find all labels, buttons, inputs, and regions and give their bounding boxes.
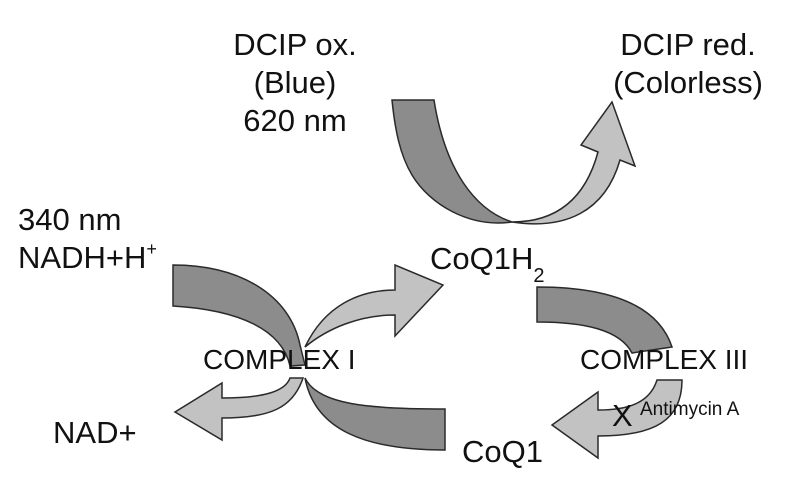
complex-iii-label: COMPLEX III (580, 344, 749, 375)
complex-i-label: COMPLEX I (203, 344, 356, 375)
coq1h2-label: CoQ1H2 (430, 241, 545, 286)
inhibition-mark: X (612, 398, 633, 433)
complex-i-to-nad-arrow (173, 377, 305, 442)
nadh-text: NADH+H (18, 240, 147, 275)
coq1-to-complex-i-band (304, 377, 446, 451)
dcip-ox-label: DCIP ox. (Blue) 620 nm (215, 26, 375, 140)
coq1h2-to-complex-iii-band (536, 286, 673, 354)
antimycin-a-label: Antimycin A (640, 399, 740, 420)
coq1h2-subscript: 2 (533, 265, 545, 288)
nadh-superscript: + (146, 239, 157, 259)
dcip-red-arrow (511, 100, 637, 225)
dcip-ox-line3: 620 nm (243, 103, 347, 138)
dcip-red-label: DCIP red. (Colorless) (598, 26, 778, 102)
nadh-band (172, 264, 306, 367)
dcip-ox-line1: DCIP ox. (233, 27, 357, 62)
dcip-ox-band (391, 99, 513, 224)
dcip-red-line2: (Colorless) (613, 65, 763, 100)
complex-iii-to-coq1-arrow (550, 379, 683, 460)
dcip-red-line1: DCIP red. (620, 27, 756, 62)
nadh-label: NADH+H+ (18, 239, 157, 275)
dcip-ox-line2: (Blue) (253, 65, 337, 100)
coq1-label: CoQ1 (462, 434, 543, 469)
coq1h2-base: CoQ1H (430, 241, 534, 276)
nadh-wavelength: 340 nm (18, 202, 122, 237)
complex-i-to-coq1h2-arrow (304, 263, 445, 348)
nad-label: NAD+ (53, 415, 137, 450)
